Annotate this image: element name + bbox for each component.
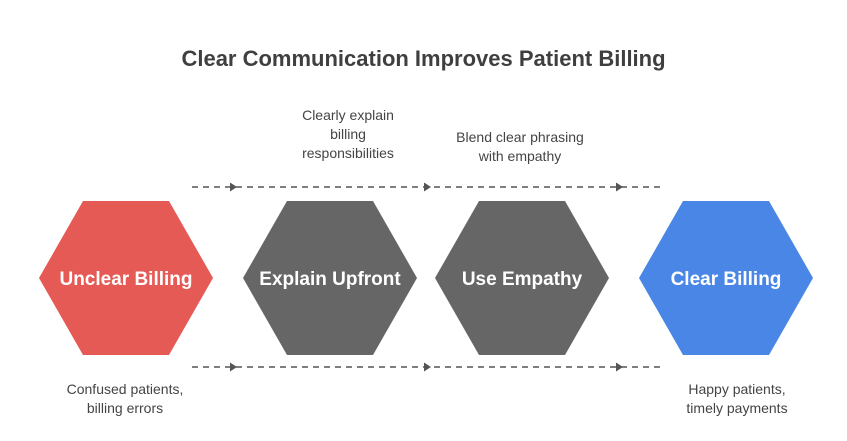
arrowhead-icon — [616, 362, 623, 372]
arrowhead-icon — [424, 182, 431, 192]
arrowhead-icon — [616, 182, 623, 192]
arrowhead-icon — [230, 182, 237, 192]
bottom-connector — [192, 362, 660, 372]
caption-clear-billing: Happy patients, timely payments — [686, 381, 788, 416]
arrowhead-icon — [230, 362, 237, 372]
diagram-title: Clear Communication Improves Patient Bil… — [181, 46, 666, 71]
stage-label: Use Empathy — [462, 269, 583, 290]
caption-unclear-billing: Confused patients, billing errors — [66, 381, 184, 416]
stage-explain-upfront: Explain Upfront — [243, 201, 417, 355]
top-connector — [192, 182, 660, 192]
stage-label: Explain Upfront — [259, 269, 401, 290]
stage-unclear-billing: Unclear Billing — [39, 201, 213, 355]
caption-use-empathy: Blend clear phrasing with empathy — [456, 129, 584, 164]
hexagon-shape — [435, 201, 609, 355]
stage-label: Unclear Billing — [59, 269, 192, 290]
hexagon-shape — [639, 201, 813, 355]
stage-use-empathy: Use Empathy — [435, 201, 609, 355]
stage-label: Clear Billing — [671, 269, 782, 290]
hexagon-shape — [39, 201, 213, 355]
arrowhead-icon — [424, 362, 431, 372]
caption-explain-upfront: Clearly explain billing responsibilities — [302, 107, 394, 161]
stage-clear-billing: Clear Billing — [639, 201, 813, 355]
hexagon-shape — [243, 201, 417, 355]
